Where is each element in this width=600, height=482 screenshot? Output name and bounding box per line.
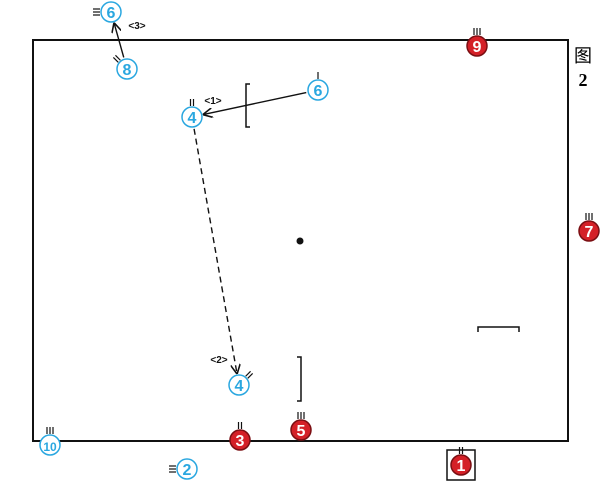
court-boundary xyxy=(32,39,569,442)
player-marker xyxy=(181,106,203,128)
player-marker xyxy=(450,454,472,476)
player-blue-10: 10 xyxy=(39,427,61,456)
figure-label-number: 2 xyxy=(578,70,588,90)
player-number: 6 xyxy=(107,5,116,22)
orientation-marks xyxy=(169,465,176,473)
player-number: 7 xyxy=(585,224,594,241)
player-number: 2 xyxy=(183,462,192,479)
player-marker xyxy=(307,79,329,101)
player-marker xyxy=(39,434,61,456)
orientation-marks xyxy=(46,427,54,434)
orientation-marks xyxy=(112,54,121,63)
step-labels: <1> <2> <3> xyxy=(128,21,227,366)
orientation-marks xyxy=(585,213,593,220)
movement-line-step-3 xyxy=(114,24,125,58)
player-marker xyxy=(100,1,122,23)
player-red-1: 1 xyxy=(446,447,476,481)
player-number: 1 xyxy=(457,458,466,475)
player-marker xyxy=(116,58,138,80)
step-label-step-2: <2> xyxy=(210,355,227,366)
step-label-step-3: <3> xyxy=(128,21,145,32)
orientation-marks xyxy=(297,412,305,419)
movement-line-step-1 xyxy=(204,91,307,115)
orientation-marks xyxy=(473,28,481,35)
player-number: 9 xyxy=(473,39,482,56)
player-red-5: 5 xyxy=(290,412,312,441)
player-number: 8 xyxy=(123,62,132,79)
movement-line-step-2 xyxy=(193,128,237,373)
boxed-frame xyxy=(446,449,476,481)
player-blue-6-top: 6 xyxy=(93,1,122,23)
player-marker xyxy=(176,458,198,480)
player-blue-4-bottom: 4 xyxy=(228,370,254,396)
players: 6 8 4 6 4 10 2 9 7 3 5 1 xyxy=(39,1,600,481)
player-marker xyxy=(228,374,250,396)
center-spot xyxy=(296,237,304,245)
step-label-step-1: <1> xyxy=(204,96,221,107)
player-number: 4 xyxy=(188,110,197,127)
player-red-3: 3 xyxy=(229,422,251,451)
orientation-marks xyxy=(458,447,464,454)
player-number: 4 xyxy=(235,378,244,395)
orientation-marks xyxy=(189,99,195,106)
bracket-mark-right xyxy=(477,326,520,332)
orientation-marks xyxy=(93,8,100,16)
figure-label: 图 2 xyxy=(572,44,594,92)
player-marker xyxy=(578,220,600,242)
player-blue-6-right: 6 xyxy=(307,72,329,101)
player-marker xyxy=(466,35,488,57)
player-blue-2: 2 xyxy=(169,458,198,480)
player-number: 10 xyxy=(43,440,57,454)
player-number: 6 xyxy=(314,83,323,100)
orientation-marks xyxy=(237,422,243,429)
movement-lines xyxy=(114,24,307,374)
player-marker xyxy=(290,419,312,441)
player-number: 5 xyxy=(297,423,306,440)
player-number: 3 xyxy=(236,433,245,450)
player-blue-8: 8 xyxy=(112,54,138,80)
player-red-9: 9 xyxy=(466,28,488,57)
player-blue-4-top: 4 xyxy=(181,99,203,128)
player-red-7: 7 xyxy=(578,213,600,242)
figure-label-char: 图 xyxy=(574,46,592,66)
orientation-marks xyxy=(245,370,254,379)
player-marker xyxy=(229,429,251,451)
bracket-mark-bottom xyxy=(297,356,302,402)
